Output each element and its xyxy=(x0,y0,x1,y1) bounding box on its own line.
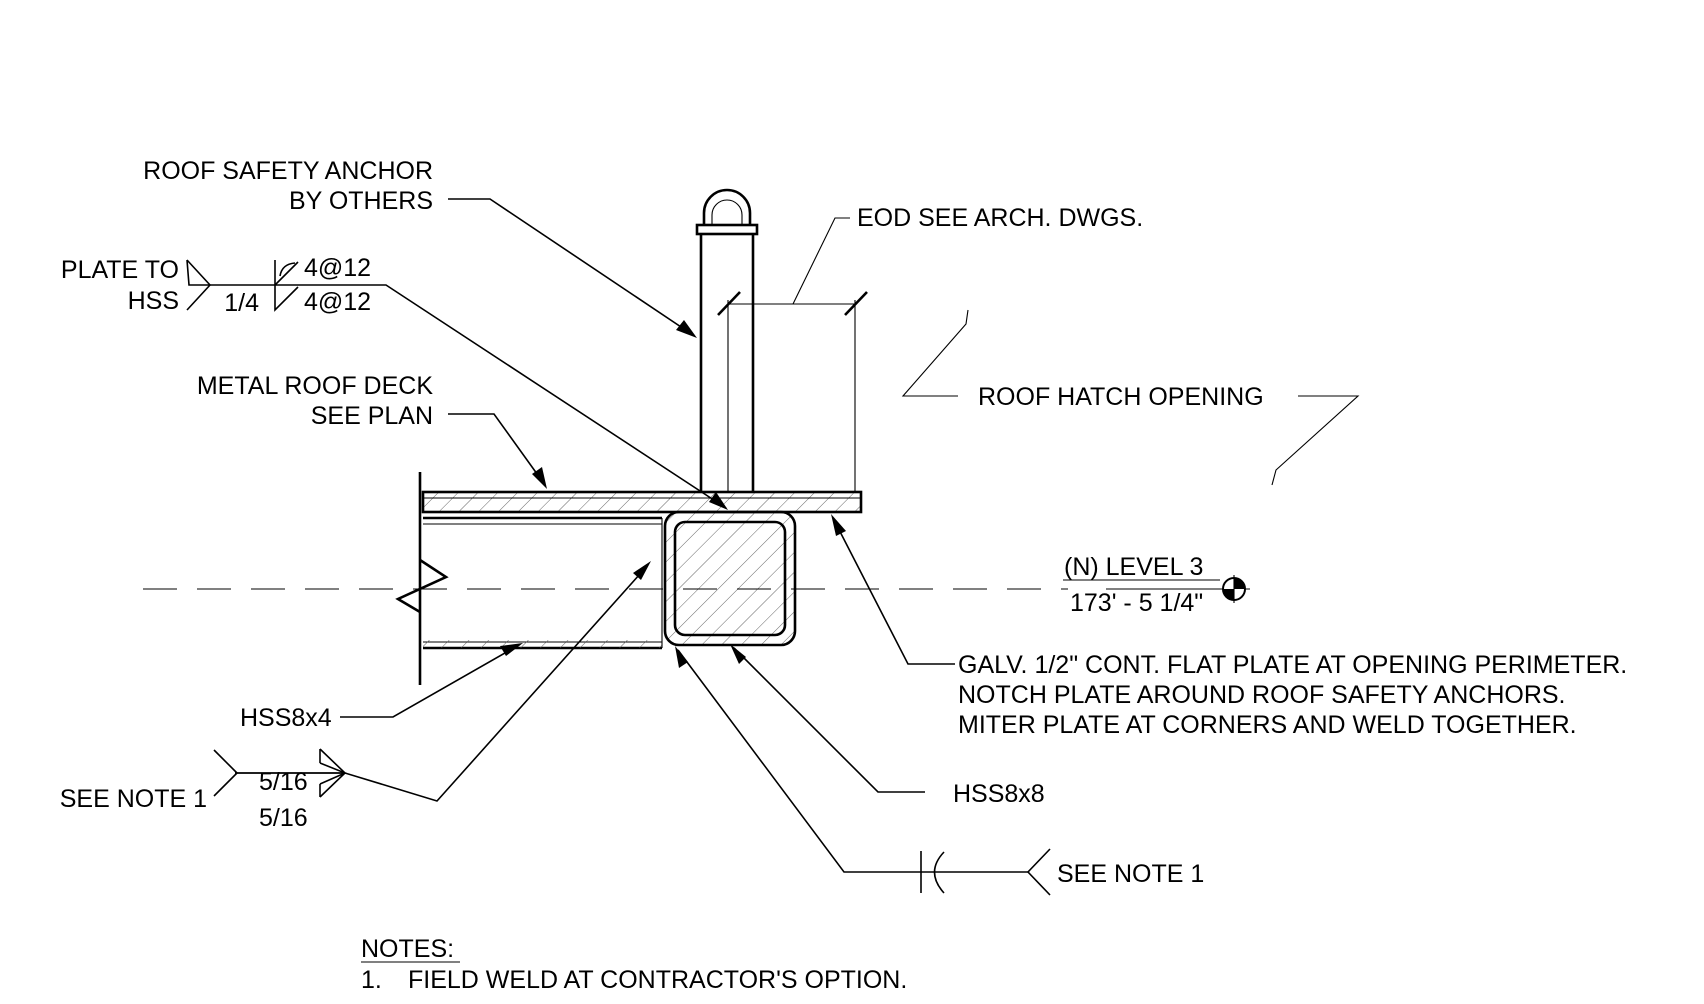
weld-top-pitch-a: 4@12 xyxy=(304,254,371,282)
metal-roof-deck xyxy=(421,490,863,514)
eod-dimension xyxy=(717,217,868,492)
roof-deck-label-line1: METAL ROOF DECK xyxy=(197,372,433,400)
level-elevation: 173' - 5 1/4" xyxy=(1070,589,1203,617)
roof-hatch-label: ROOF HATCH OPENING xyxy=(978,383,1264,411)
roof-hatch-break-lines xyxy=(901,309,1360,486)
galv-plate-label-line2: NOTCH PLATE AROUND ROOF SAFETY ANCHORS. xyxy=(958,681,1566,709)
weld-left-bottom: 5/16 xyxy=(259,804,308,832)
notes-block: NOTES: 1. FIELD WELD AT CONTRACTOR'S OPT… xyxy=(361,935,907,994)
hss8x4-beam xyxy=(395,472,662,685)
weld-top-pitch-b: 4@12 xyxy=(304,288,371,316)
see-note-left: SEE NOTE 1 xyxy=(60,785,207,813)
weld-top-size: 1/4 xyxy=(224,289,259,317)
level-name: (N) LEVEL 3 xyxy=(1064,553,1203,581)
weld-left-top: 5/16 xyxy=(259,768,308,796)
eod-label: EOD SEE ARCH. DWGS. xyxy=(857,204,1143,232)
notes-heading: NOTES: xyxy=(361,935,454,963)
see-note-right: SEE NOTE 1 xyxy=(1057,860,1204,888)
weld-symbol-field-left xyxy=(213,748,348,798)
plate-to-label-line1: PLATE TO xyxy=(61,256,179,284)
galv-plate-label-line1: GALV. 1/2" CONT. FLAT PLATE AT OPENING P… xyxy=(958,651,1627,679)
weld-symbol-field-right xyxy=(920,848,1051,896)
hss8x8-label: HSS8x8 xyxy=(953,780,1045,808)
leader-lines xyxy=(186,198,1028,873)
hss8x8-tube xyxy=(661,510,797,648)
roof-anchor-label-line1: ROOF SAFETY ANCHOR xyxy=(143,157,433,185)
galv-plate-label-line3: MITER PLATE AT CORNERS AND WELD TOGETHER… xyxy=(958,711,1577,739)
roof-anchor-label-line2: BY OTHERS xyxy=(289,187,433,215)
note-number: 1. xyxy=(361,966,382,994)
level-line xyxy=(143,575,1250,603)
text-labels: ROOF SAFETY ANCHOR BY OTHERS PLATE TO HS… xyxy=(60,157,1628,888)
note-text: FIELD WELD AT CONTRACTOR'S OPTION. xyxy=(408,966,907,994)
weld-symbol-plate-to-hss xyxy=(274,260,299,312)
hss8x4-label: HSS8x4 xyxy=(240,704,332,732)
roof-safety-anchor xyxy=(695,188,759,492)
plate-to-label-line2: HSS xyxy=(128,287,179,315)
roof-deck-label-line2: SEE PLAN xyxy=(311,402,433,430)
